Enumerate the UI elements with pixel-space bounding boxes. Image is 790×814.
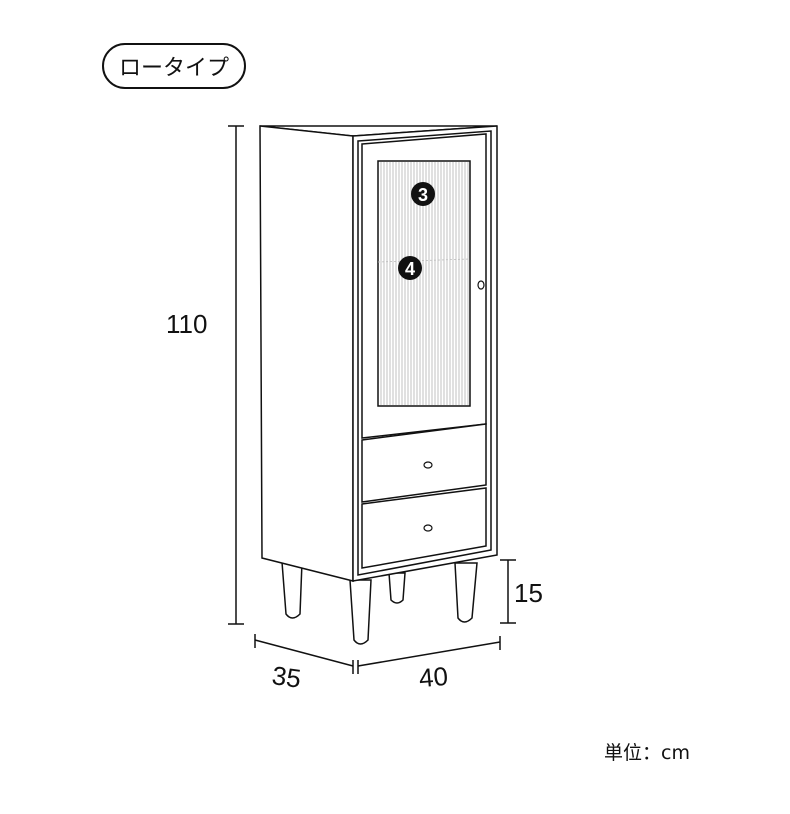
- svg-text:4: 4: [405, 259, 415, 279]
- unit-label: 単位：cm: [604, 742, 690, 764]
- width-label: 40: [417, 660, 450, 694]
- leg-dimension-line: [500, 559, 516, 624]
- callout-3: 3: [411, 182, 435, 206]
- height-dimension-line: [228, 125, 244, 625]
- knobs: [423, 280, 485, 532]
- width-dimension-line: [357, 636, 501, 674]
- height-label: 110: [166, 309, 208, 339]
- depth-dimension-line: [254, 634, 354, 674]
- leg-height-label: 15: [514, 578, 543, 608]
- depth-label: 35: [270, 660, 303, 694]
- cabinet-body: [259, 125, 498, 582]
- svg-text:3: 3: [418, 185, 428, 205]
- shelf-line: [377, 258, 471, 263]
- legs: [281, 561, 478, 645]
- callout-4: 4: [398, 256, 422, 280]
- type-label: ロータイプ: [118, 56, 229, 81]
- fluted-glass: [380, 162, 469, 405]
- type-badge: ロータイプ: [102, 43, 246, 89]
